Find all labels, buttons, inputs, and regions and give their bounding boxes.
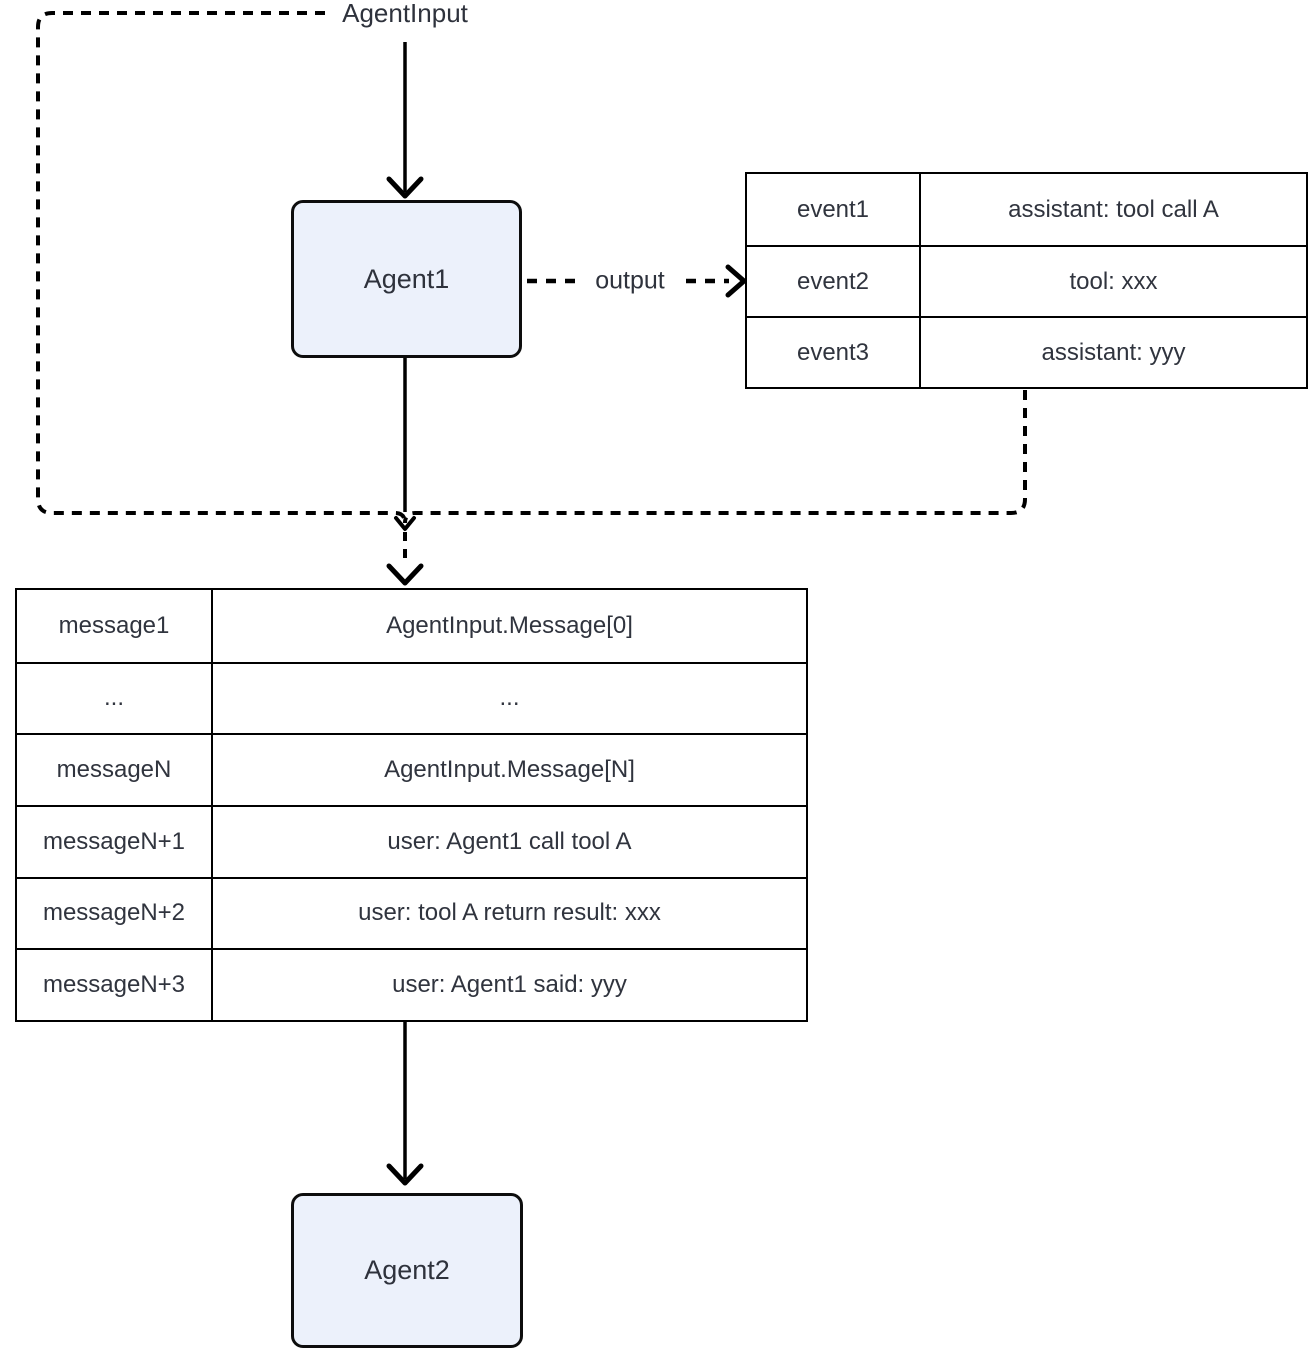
arrow-agentinput-to-agent1: [386, 42, 424, 199]
message-key-cell: messageN+3: [17, 948, 213, 1020]
message-table: message1 AgentInput.Message[0] ... ... m…: [15, 588, 808, 1022]
message-value-cell: ...: [213, 661, 806, 734]
message-value-cell: user: Agent1 call tool A: [213, 804, 806, 877]
arrow-agent1-to-messages: [386, 358, 424, 586]
event-key-cell: event1: [747, 174, 921, 245]
message-value-cell: user: Agent1 said: yyy: [213, 948, 806, 1020]
message-key-cell: message1: [17, 590, 213, 662]
agent1-node: Agent1: [291, 200, 522, 358]
event-key-cell: event2: [747, 245, 921, 316]
event-value-cell: tool: xxx: [921, 245, 1306, 316]
message-value-cell: AgentInput.Message[0]: [386, 611, 633, 639]
event-value-cell: assistant: tool call A: [1008, 195, 1219, 223]
message-key-cell: messageN+2: [17, 876, 213, 949]
dashed-loop-agentinput: [36, 11, 407, 524]
dashed-merge-arrow: [394, 516, 416, 562]
event-table: event1 assistant: tool call A event2 too…: [745, 172, 1308, 389]
message-key-cell: messageN: [17, 733, 213, 805]
message-key-cell: messageN+1: [17, 804, 213, 877]
event-key-cell: event3: [747, 316, 921, 387]
message-key-cell: ...: [17, 661, 213, 734]
message-value-cell: user: tool A return result: xxx: [213, 876, 806, 949]
arrow-agent1-output-to-events: [527, 264, 747, 298]
arrow-messages-to-agent2: [386, 1022, 424, 1186]
message-value-cell: AgentInput.Message[N]: [213, 733, 806, 805]
output-edge-label: output: [595, 266, 665, 295]
agentinput-label: AgentInput: [342, 0, 468, 28]
event-value-cell: assistant: yyy: [921, 316, 1306, 387]
dashed-loop-events: [403, 390, 1027, 524]
agent2-node: Agent2: [291, 1193, 523, 1348]
